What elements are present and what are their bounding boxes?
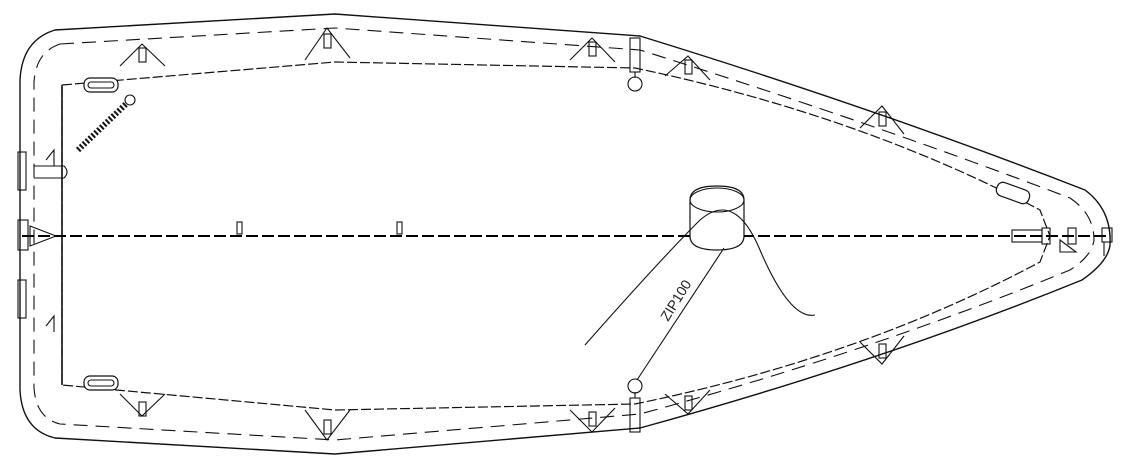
top-left-handle xyxy=(83,77,119,93)
centerline-tab-2 xyxy=(396,221,403,235)
coiled-rope xyxy=(75,94,136,153)
top-tie-downs xyxy=(119,27,905,135)
drape-curve xyxy=(584,209,816,346)
hull-dashed-hem xyxy=(33,27,1095,441)
lower-shroud-fitting xyxy=(627,378,643,433)
bottom-tie-downs xyxy=(119,335,905,441)
upper-shroud-fitting xyxy=(627,37,643,92)
zip-label: ZIP100 xyxy=(657,277,695,324)
transom-fittings xyxy=(17,148,68,332)
bottom-left-handle xyxy=(83,375,119,391)
bow-handle xyxy=(995,181,1031,205)
mast-cover-cylinder xyxy=(689,185,745,251)
centerline-tab-1 xyxy=(236,221,243,235)
hull-outer-outline xyxy=(19,13,1111,455)
deck-opening-outline xyxy=(61,61,1051,411)
bottom-left-handle-slot xyxy=(87,379,115,387)
zip-line xyxy=(636,247,725,381)
top-left-handle-slot xyxy=(87,81,115,89)
bow-fittings xyxy=(1011,227,1113,256)
